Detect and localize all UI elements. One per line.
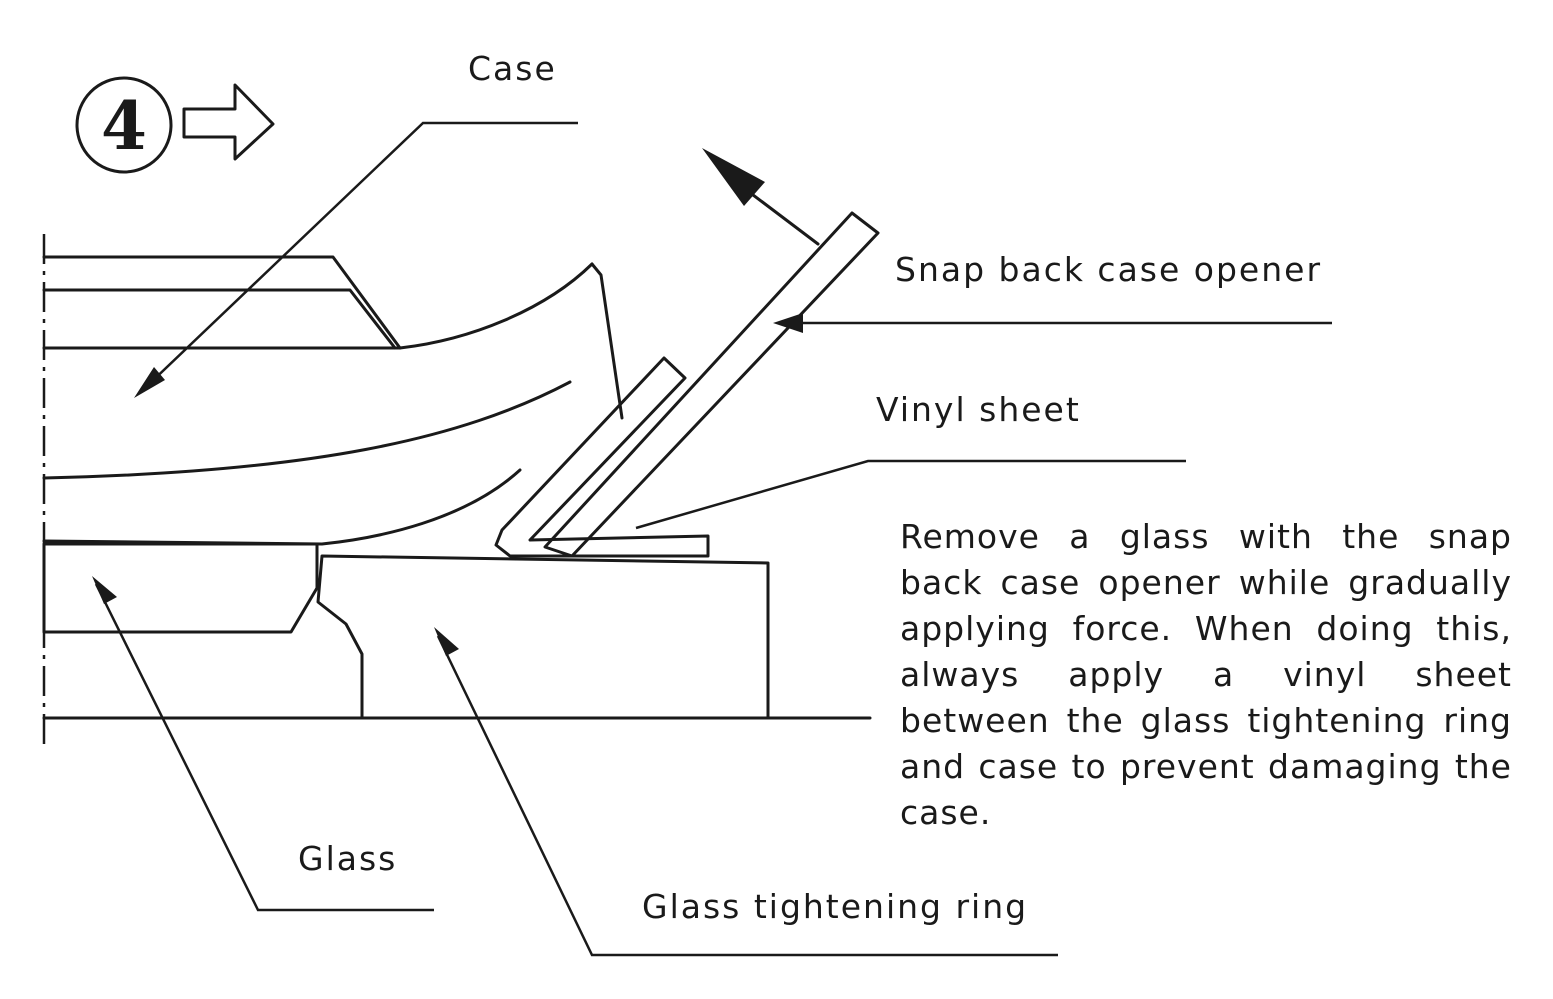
glass-leader: [94, 583, 434, 912]
leader-lines: [92, 121, 1332, 957]
case-leader-arrowhead: [134, 367, 165, 398]
case-body: [42, 255, 624, 546]
label-glass-tightening-ring: Glass tightening ring: [642, 887, 1028, 926]
step-indicator: 4: [75, 76, 275, 174]
glass-part: [42, 542, 319, 634]
snap-back-case-opener: [543, 211, 880, 558]
label-snap-back-case-opener: Snap back case opener: [895, 250, 1322, 289]
instruction-text: Remove a glass with the snap back case o…: [900, 517, 1512, 832]
label-vinyl-sheet: Vinyl sheet: [876, 390, 1081, 429]
ring-leader-arrowhead: [434, 627, 459, 656]
label-case: Case: [468, 49, 557, 88]
vinyl-sheet: [494, 356, 710, 558]
ring-leader: [436, 635, 1058, 957]
case-leader: [144, 121, 578, 389]
step-circle: [75, 76, 173, 174]
force-arrow-icon: [702, 148, 820, 246]
right-arrow-icon: [182, 83, 275, 161]
label-glass: Glass: [298, 839, 397, 878]
step-number: 4: [101, 87, 147, 165]
vinyl-leader: [635, 459, 1186, 530]
glass-tightening-ring: [316, 554, 770, 720]
glass-leader-arrowhead: [92, 576, 117, 604]
opener-leader-arrowhead: [773, 313, 803, 333]
